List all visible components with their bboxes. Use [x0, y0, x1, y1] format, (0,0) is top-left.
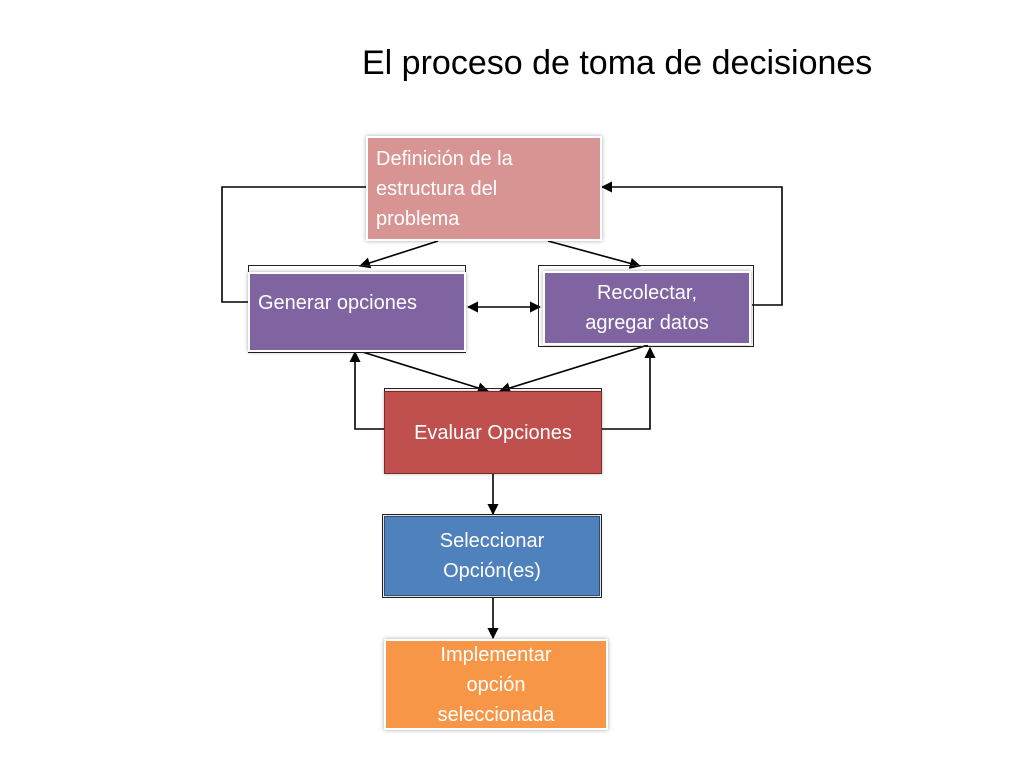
arrow-definicion-to-generar: [358, 240, 439, 269]
arrow-generar-to-evaluar: [355, 349, 490, 394]
node-definicion: Definición de la estructura del problema: [366, 136, 602, 241]
node-recolectar-line-2: agregar datos: [585, 312, 709, 334]
node-definicion-line-2: estructura del: [376, 178, 498, 200]
page-title: El proceso de toma de decisiones: [362, 44, 873, 82]
seleccionar-frame: [382, 514, 602, 598]
node-definicion-line-3: problema: [376, 208, 460, 230]
node-generar-line-1: Generar opciones: [258, 292, 417, 314]
recolectar-frame: [538, 265, 754, 347]
node-implementar-line-2: opción: [466, 673, 526, 696]
node-implementar-line-3: seleccionada: [437, 703, 555, 726]
node-evaluar-line-1: Evaluar Opciones: [414, 421, 572, 444]
loop-evaluar-to-recolectar: [600, 346, 656, 430]
node-evaluar: Evaluar Opciones: [384, 391, 602, 474]
node-seleccionar: Seleccionar Opción(es): [384, 516, 600, 596]
arrow-definicion-to-recolectar: [547, 240, 642, 269]
loop-evaluar-to-generar: [349, 350, 386, 430]
arrow-recolectar-to-evaluar: [498, 344, 649, 394]
node-generar: Generar opciones: [248, 272, 466, 352]
loop-generar-to-definicion: [221, 186, 366, 303]
node-seleccionar-line-1: Seleccionar: [439, 530, 545, 552]
node-seleccionar-line-2: Opción(es): [443, 560, 541, 582]
node-recolectar-line-1: Recolectar,: [596, 282, 698, 304]
node-recolectar: Recolectar, agregar datos: [543, 271, 751, 345]
node-implementar-line-1: Implementar: [440, 643, 552, 666]
node-implementar: Implementar opción seleccionada: [384, 639, 608, 730]
node-definicion-line-1: Definición de la: [376, 148, 513, 170]
loop-recolectar-to-definicion: [600, 181, 783, 306]
